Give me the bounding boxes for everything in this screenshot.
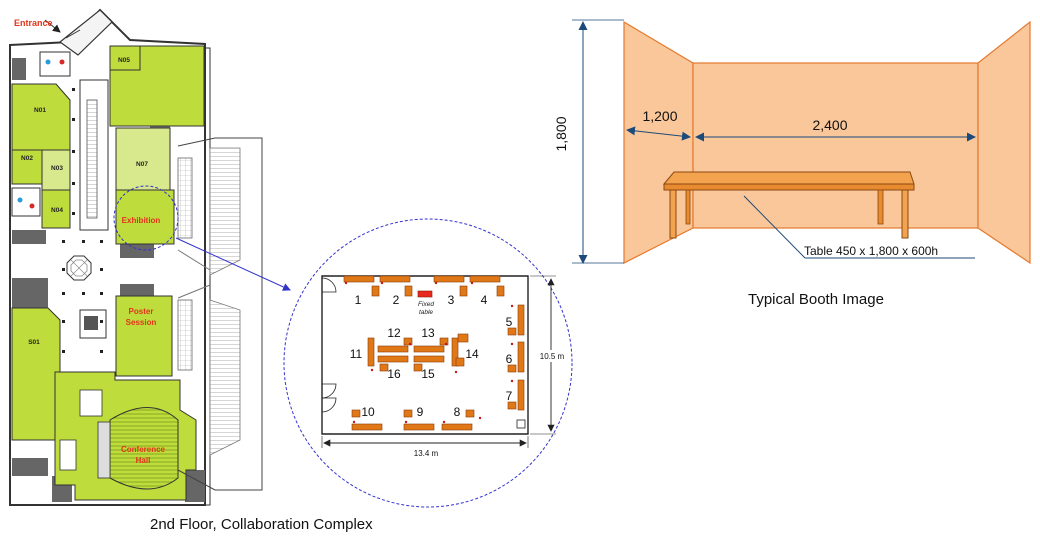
booth-number-13: 13 <box>421 326 435 340</box>
booth-number-2: 2 <box>393 293 400 307</box>
booth-number-12: 12 <box>387 326 401 340</box>
core-block <box>12 58 26 80</box>
stage <box>97 421 111 479</box>
booth-caption: Typical Booth Image <box>748 291 884 308</box>
table-callout-leader <box>743 195 806 259</box>
booth-left-wall <box>623 20 694 264</box>
poster-label-line1: Poster <box>129 307 154 316</box>
room-n03 <box>41 149 71 191</box>
booth-number-5: 5 <box>506 315 513 329</box>
booth-illustration: 1,800 1,200 2,400 Table 450 x 1,800 x 60… <box>553 19 1031 265</box>
door <box>321 277 337 293</box>
booth-width-label: 2,400 <box>812 117 847 133</box>
room-poster-session <box>115 295 173 377</box>
fixed-table-label-2: table <box>419 309 433 316</box>
room-n07 <box>115 127 171 191</box>
booth-number-16: 16 <box>387 367 401 381</box>
chair-markers <box>344 281 514 424</box>
exhibition-highlight <box>113 185 179 251</box>
exhibition-label: Exhibition <box>122 216 161 225</box>
restroom <box>39 51 71 77</box>
booth-depth-dimension <box>626 126 691 141</box>
room-n04 <box>41 189 71 229</box>
room-n02-label: N02 <box>21 155 33 162</box>
zoom-circle <box>283 218 573 508</box>
width-dimension-label: 13.4 m <box>414 449 439 458</box>
core-block <box>12 278 48 308</box>
room-n03-label: N03 <box>51 165 63 172</box>
entrance-label: Entrance <box>14 18 53 28</box>
conference-label-line1: Conference <box>121 445 166 454</box>
room-n05-label: N05 <box>118 57 130 64</box>
conference-label-line2: Hall <box>136 456 151 465</box>
room-n01-label: N01 <box>34 107 46 114</box>
outdoor-steps <box>209 147 241 276</box>
poster-label-line2: Session <box>126 318 157 327</box>
core-block <box>120 284 154 296</box>
room-n05 <box>109 45 141 71</box>
room-n07-label: N07 <box>136 161 148 168</box>
booth-number-4: 4 <box>481 293 488 307</box>
fixed-table-label-1: Fixed <box>418 301 434 308</box>
floor-plan: Entrance N05 N01 N02 N03 N04 N07 S01 Exh… <box>9 8 291 506</box>
booth-number-3: 3 <box>448 293 455 307</box>
core-block <box>185 470 205 502</box>
entrance-canopy <box>59 9 113 56</box>
exhibition-layout: 1 2 3 4 5 6 7 8 9 10 11 12 13 14 15 16 F… <box>283 218 573 508</box>
booth-number-1: 1 <box>355 293 362 307</box>
booth-table <box>662 171 915 239</box>
booth-back-wall <box>692 62 979 229</box>
glass-screen <box>177 157 193 239</box>
booth-number-15: 15 <box>421 367 435 381</box>
booth-number-6: 6 <box>506 352 513 366</box>
columns <box>62 88 103 353</box>
booth-number-8: 8 <box>454 405 461 419</box>
zoom-connector <box>175 237 291 291</box>
booth-number-10: 10 <box>361 405 375 419</box>
booth-number-14: 14 <box>465 347 479 361</box>
terrace-outline <box>177 137 263 491</box>
booth-number-7: 7 <box>506 389 513 403</box>
room-s01-label: S01 <box>28 339 40 346</box>
booth-number-11: 11 <box>350 347 363 361</box>
booth-right-wall <box>977 20 1031 265</box>
glass-screen <box>177 299 193 371</box>
core-block <box>120 244 154 258</box>
table-spec-label: Table 450 x 1,800 x 600h <box>804 244 938 258</box>
booth-height-label: 1,800 <box>553 116 569 151</box>
room-n04-label: N04 <box>51 207 63 214</box>
booth-tables <box>343 275 525 431</box>
escalator <box>86 99 98 219</box>
fixed-table <box>417 290 433 298</box>
room-s01 <box>11 307 61 441</box>
room-exhibition <box>115 189 175 245</box>
core-block <box>12 458 48 476</box>
core-block <box>12 230 46 244</box>
height-dimension-label: 10.5 m <box>540 352 565 361</box>
room-n01 <box>11 83 71 151</box>
restroom <box>11 187 41 217</box>
outdoor-steps <box>209 299 241 456</box>
room-conference-hall <box>109 407 179 490</box>
booth-number-9: 9 <box>417 405 424 419</box>
floor-plan-caption: 2nd Floor, Collaboration Complex <box>150 516 373 533</box>
booth-depth-label: 1,200 <box>642 108 677 124</box>
